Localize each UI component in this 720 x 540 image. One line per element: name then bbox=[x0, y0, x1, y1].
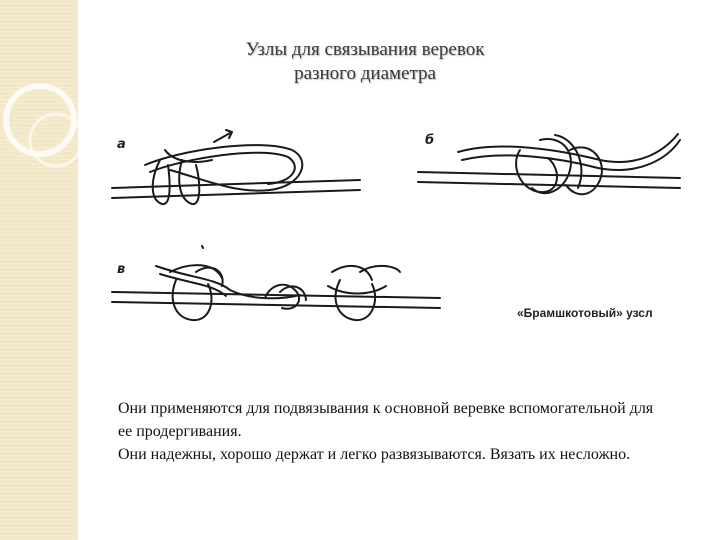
title-line-2: разного диаметра bbox=[294, 63, 436, 84]
circle-ornament-icon bbox=[3, 83, 78, 168]
paragraph-1: Они применяются для подвязывания к основ… bbox=[118, 400, 654, 440]
slide-title: Узлы для связывания веревок разного диам… bbox=[200, 38, 530, 86]
figure-label-a: а bbox=[117, 137, 126, 152]
knot-figure-a bbox=[111, 129, 361, 205]
knot-figure-b bbox=[417, 133, 681, 196]
body-text: Они применяются для подвязывания к основ… bbox=[118, 397, 658, 466]
paragraph-2: Они надежны, хорошо держат и легко развя… bbox=[118, 446, 631, 463]
figure-label-v: в bbox=[117, 262, 126, 277]
figure-label-b: б bbox=[425, 133, 435, 148]
figure-caption: «Брамшкотовый» узсл bbox=[517, 306, 653, 320]
knot-figure-v bbox=[111, 245, 441, 322]
title-line-1: Узлы для связывания веревок bbox=[245, 39, 485, 60]
decorative-sidebar bbox=[0, 0, 78, 540]
